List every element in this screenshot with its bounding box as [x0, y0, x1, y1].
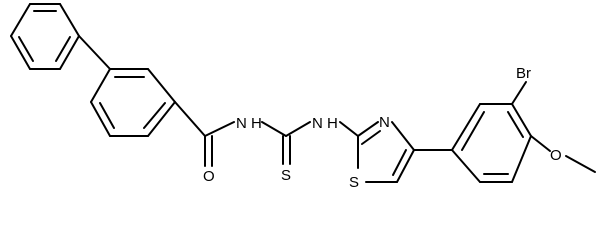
amide-nitrogen-label: N: [236, 115, 247, 132]
carbonyl-oxygen-label: O: [203, 168, 215, 185]
phenylene-ring: [90, 68, 176, 137]
thiazole-sulfur-label: S: [349, 174, 359, 191]
bromine-bond: [511, 81, 527, 105]
thiourea-hydrogen-label: H: [327, 115, 338, 132]
thiazole-nitrogen-label: N: [379, 114, 390, 131]
methoxy-oxygen-label: O: [550, 147, 562, 164]
nh-to-thiazole-bond: [339, 121, 359, 137]
amide-hydrogen-label: H: [251, 115, 262, 132]
thiourea-nitrogen-label: N: [312, 115, 323, 132]
molecule-canvas: O N H S N H N S Br: [10, 3, 596, 191]
methyl-bond: [565, 155, 596, 173]
molecule-structure: O N H S N H N S Br: [10, 3, 596, 191]
thiazole-ring: [357, 121, 415, 183]
bromine-label: Br: [516, 65, 531, 82]
thione-sulfur-label: S: [281, 167, 291, 184]
terminal-phenyl-ring: [10, 3, 80, 70]
carbonyl-group: [174, 101, 235, 167]
bromomethoxyphenyl-ring: [451, 103, 532, 183]
thiourea-group: [261, 121, 311, 165]
biaryl-bond: [78, 35, 111, 70]
methoxy-o-bond: [530, 135, 551, 152]
